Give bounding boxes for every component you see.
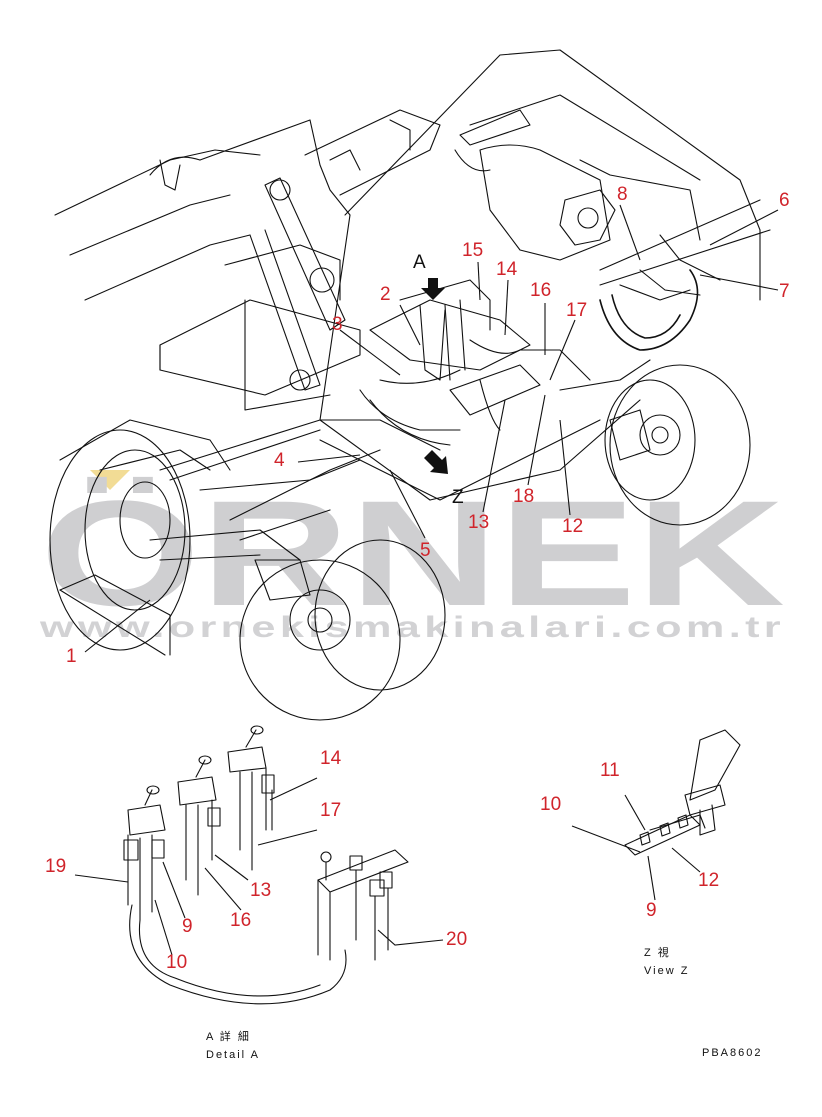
detail-a-leader-lines bbox=[74, 777, 444, 956]
view-z-leader-lines bbox=[571, 794, 701, 901]
callout-15: 15 bbox=[462, 240, 483, 261]
detail-a-caption-jp: A 詳 細 bbox=[206, 1029, 251, 1043]
detail-a-callout-16: 16 bbox=[230, 910, 251, 931]
view-z-callout-9: 9 bbox=[646, 900, 657, 921]
watermark: ÖRNEK www.ornekismakinalari.com.tr bbox=[39, 469, 785, 644]
detail-a-callout-17: 17 bbox=[320, 800, 341, 821]
view-a-arrow-icon bbox=[421, 278, 445, 300]
view-a-letter: A bbox=[413, 252, 426, 273]
watermark-brand: ÖRNEK bbox=[40, 469, 785, 637]
detail-a-callout-9: 9 bbox=[182, 916, 193, 937]
watermark-accent bbox=[90, 470, 130, 490]
callout-3: 3 bbox=[332, 314, 343, 335]
callout-16: 16 bbox=[530, 280, 551, 301]
detail-a-callout-13: 13 bbox=[250, 880, 271, 901]
drawing-code: PBA8602 bbox=[702, 1047, 762, 1059]
view-z-callout-12: 12 bbox=[698, 870, 719, 891]
detail-a-callout-20: 20 bbox=[446, 929, 467, 950]
callout-12: 12 bbox=[562, 516, 583, 537]
detail-a-callout-10: 10 bbox=[166, 952, 187, 973]
view-z-letter: Z bbox=[452, 487, 464, 508]
detail-a-callouts: 14 17 19 13 9 16 10 20 bbox=[45, 748, 467, 973]
callout-18: 18 bbox=[513, 486, 534, 507]
callout-8: 8 bbox=[617, 184, 628, 205]
view-z-illustration bbox=[624, 729, 741, 856]
main-leader-lines bbox=[84, 204, 779, 653]
callout-13: 13 bbox=[468, 512, 489, 533]
view-z-callout-11: 11 bbox=[600, 760, 620, 781]
callout-2: 2 bbox=[380, 284, 391, 305]
callout-4: 4 bbox=[274, 450, 285, 471]
main-callouts: 1 2 3 4 5 6 7 8 13 14 15 16 17 18 12 bbox=[66, 184, 790, 667]
view-arrows bbox=[421, 278, 448, 474]
callout-5: 5 bbox=[420, 540, 431, 561]
view-z-caption-jp: Z 視 bbox=[644, 945, 671, 959]
detail-a-callout-19: 19 bbox=[45, 856, 66, 877]
callout-17: 17 bbox=[566, 300, 587, 321]
callout-14: 14 bbox=[496, 259, 518, 280]
view-z-callouts: 11 10 12 9 bbox=[540, 760, 719, 921]
view-z-caption-en: View Z bbox=[644, 965, 689, 977]
callout-7: 7 bbox=[779, 281, 790, 302]
callout-1: 1 bbox=[66, 646, 77, 667]
view-z-callout-10: 10 bbox=[540, 794, 561, 815]
detail-a-caption-en: Detail A bbox=[206, 1049, 260, 1061]
callout-6: 6 bbox=[779, 190, 790, 211]
view-z-arrow-icon bbox=[424, 450, 448, 474]
detail-a-callout-14: 14 bbox=[320, 748, 342, 769]
machine-illustration bbox=[49, 49, 771, 721]
detail-a-illustration bbox=[123, 725, 409, 1005]
